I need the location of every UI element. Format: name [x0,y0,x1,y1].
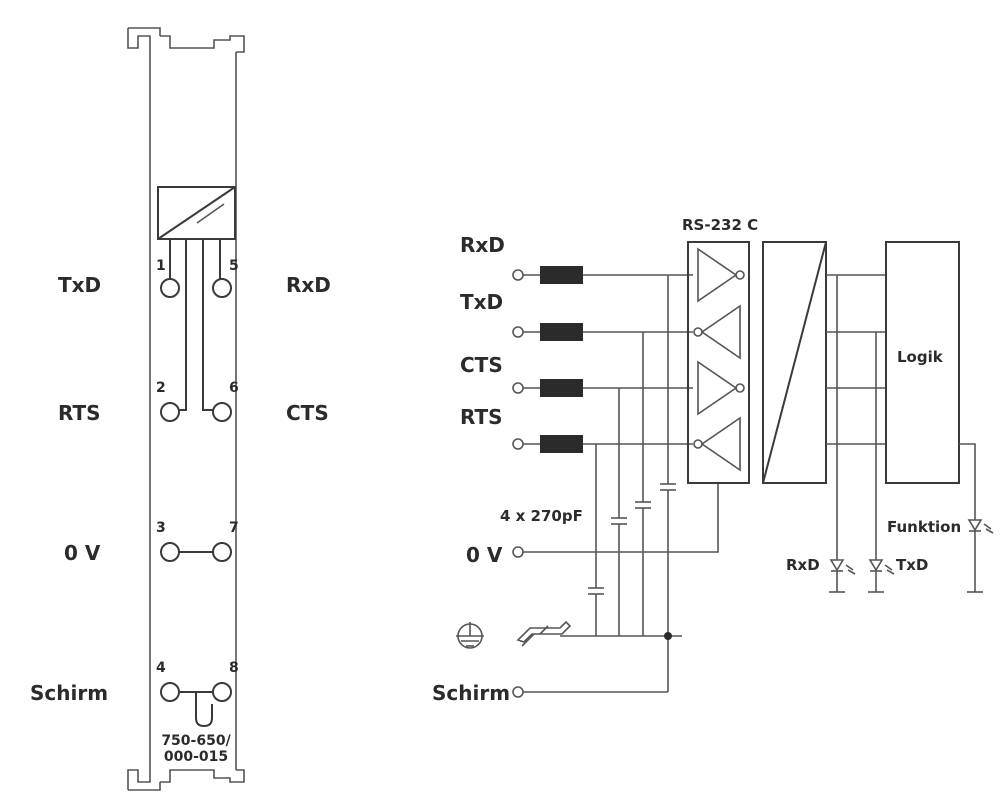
terminal-3 [160,542,180,562]
logic-block [885,241,960,484]
label-0v: 0 V [64,541,101,565]
signal-rts: RTS [460,405,503,429]
label-rts: RTS [58,401,101,425]
pin-number: 6 [229,380,239,396]
inductor [540,435,583,453]
input-lines [512,266,693,453]
buffer-icons [693,247,745,472]
signal-txd: TxD [460,290,503,314]
inductor [540,266,583,284]
led-rxd-icon [829,559,856,593]
schematic: RxD TxD CTS RTS [432,216,994,705]
led-txd-label: TxD [896,556,928,574]
led-txd-icon [868,559,895,593]
shield-label: Schirm [432,681,510,705]
pin-number: 8 [229,660,239,676]
part-number: 750-650/ [161,733,231,749]
led-function-icon [967,519,994,593]
zero-v-label: 0 V [466,543,503,567]
led-function-label: Funktion [887,518,961,536]
led-rxd-label: RxD [786,556,820,574]
pin-number: 7 [229,520,239,536]
rs232-driver-block [687,241,750,484]
signal-cts: CTS [460,353,503,377]
terminal-1 [160,278,180,298]
pin-number: 2 [156,380,166,396]
ground-icon [456,622,484,649]
isolation-block [762,241,827,484]
pin-number: 3 [156,520,166,536]
capacitor-label: 4 x 270pF [500,507,583,525]
signal-rxd: RxD [460,233,505,257]
capacitors [588,275,676,692]
terminal-2 [160,402,180,422]
terminal-module: 1 5 2 6 3 7 4 8 750-650/ 000-015 [127,27,245,791]
logic-label: Logik [897,348,944,366]
inductor [540,323,583,341]
terminal-7 [212,542,232,562]
terminal-8 [212,682,232,702]
interface-title: RS-232 C [682,216,758,234]
label-schirm: Schirm [30,681,108,705]
label-rxd: RxD [286,273,331,297]
inductor [540,379,583,397]
din-rail-icon [516,620,572,647]
terminal-5 [212,278,232,298]
label-cts: CTS [286,401,329,425]
converter-block [157,186,236,240]
terminal-4 [160,682,180,702]
label-txd: TxD [58,273,101,297]
pin-number: 4 [156,660,166,676]
part-number: 000-015 [164,749,228,765]
terminal-6 [212,402,232,422]
pin-number: 1 [156,258,166,274]
pin-number: 5 [229,258,239,274]
